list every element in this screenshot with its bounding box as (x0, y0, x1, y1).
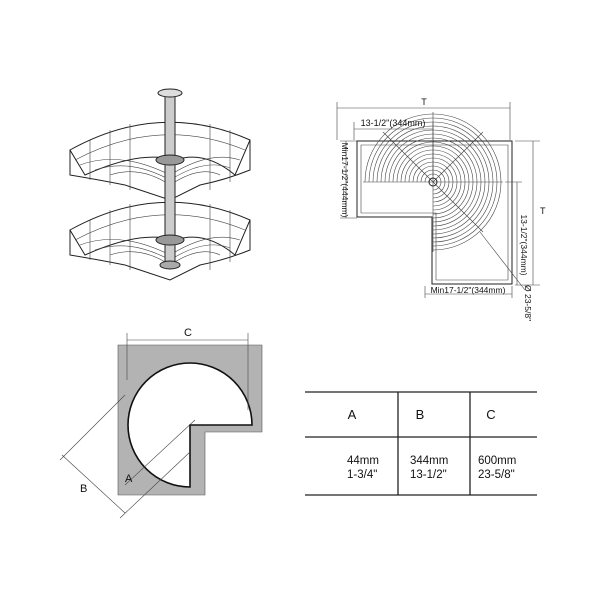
basket-spoke (382, 131, 434, 183)
diameter-label: Ø 23-5/8" (523, 285, 533, 321)
table-cell-c-mm: 600mm (478, 455, 516, 467)
right-total-label: T (540, 206, 546, 216)
right-depth-label: 13-1/2"(344mm) (519, 214, 529, 275)
table-header-a: A (348, 407, 357, 422)
table-cell-a-mm: 44mm (347, 455, 379, 467)
table-cell-a-in: 1-3/4" (347, 469, 377, 481)
a-dimension-label: A (125, 473, 133, 485)
top-width-label: 13-1/2"(344mm) (361, 118, 426, 128)
c-dimension-label: C (184, 327, 192, 339)
lazy-susan-basket-illustration (69, 88, 251, 281)
bottom-width-label: Min17-1/2"(344mm) (431, 285, 506, 295)
dimension-table: A B C 44mm 1-3/4" 344mm 13-1/2" 600mm 23… (305, 391, 537, 496)
table-cell-b-mm: 344mm (410, 455, 448, 467)
corner-cabinet-diagram: C B A (59, 327, 263, 519)
left-depth-label: Min17-1/2"(444mm) (340, 143, 350, 218)
b-dimension-label: B (80, 483, 87, 495)
basket-spoke (432, 131, 484, 183)
center-pole (155, 88, 185, 270)
plan-view: T 13-1/2"(344mm) Min17-1/2"(444mm) T 13-… (336, 97, 546, 321)
table-cell-b-in: 13-1/2" (410, 469, 447, 481)
basket-spoke (432, 181, 484, 233)
table-cell-c-in: 23-5/8" (478, 469, 515, 481)
total-width-label: T (421, 97, 427, 107)
table-header-c: C (486, 407, 495, 422)
table-header-b: B (416, 407, 425, 422)
